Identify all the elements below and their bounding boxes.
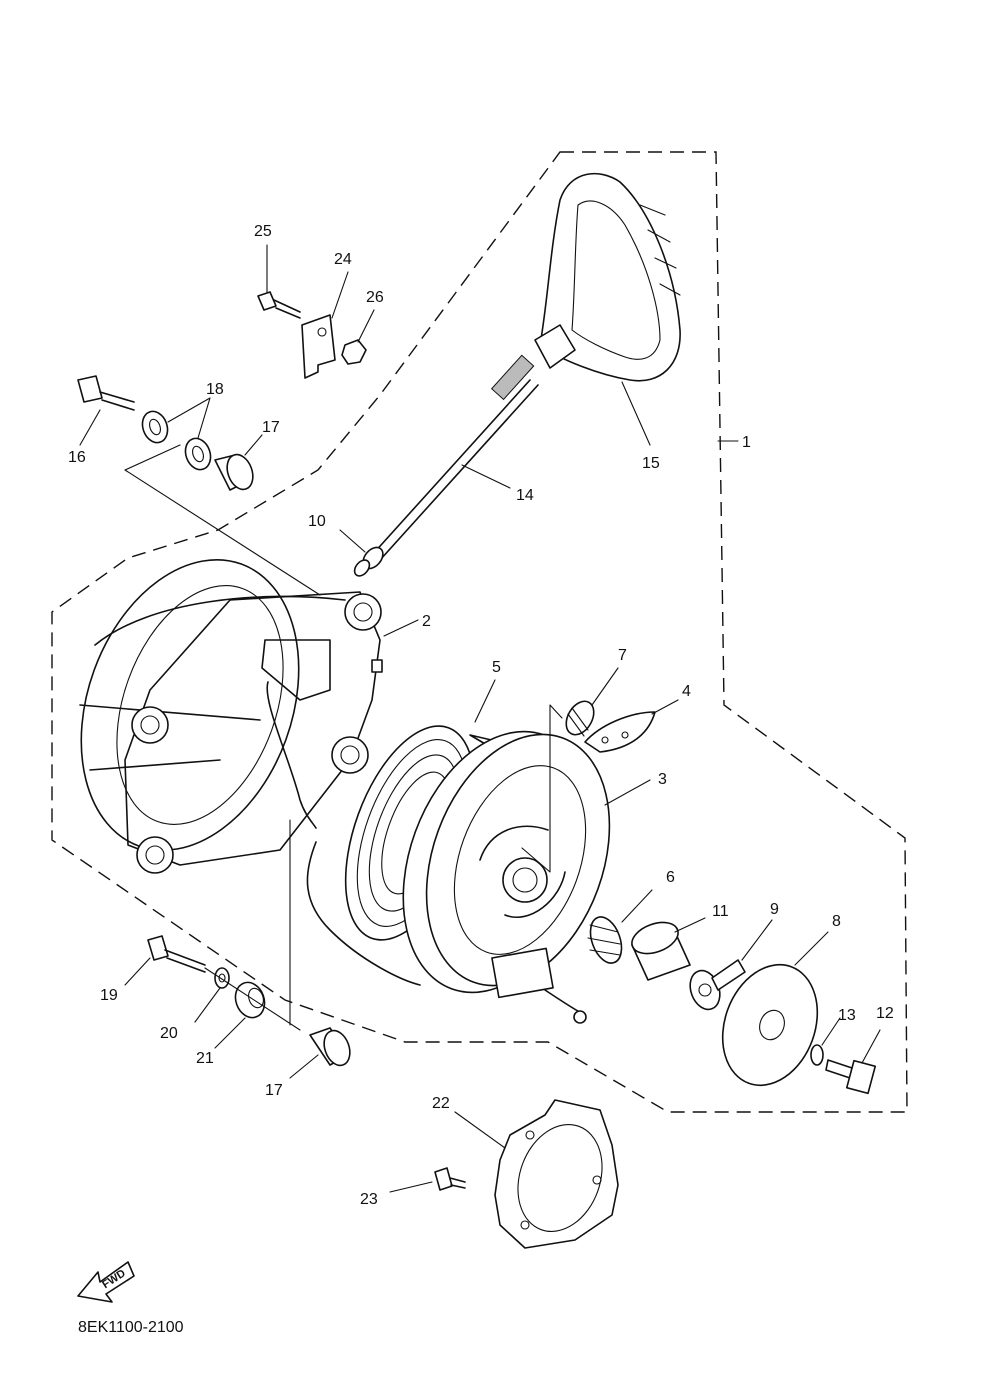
grommet-21 (234, 981, 266, 1019)
mount-leader-upper (124, 444, 321, 596)
sheave-drum (402, 730, 611, 1024)
leader-21 (214, 1017, 246, 1049)
leader-5 (474, 679, 496, 723)
washer-13 (810, 1044, 824, 1066)
leader-7 (591, 667, 619, 706)
leader-6 (621, 889, 653, 923)
callout-21: 21 (196, 1050, 214, 1067)
leader-11 (674, 917, 706, 933)
callout-5: 5 (492, 659, 501, 676)
drive-plate (689, 959, 746, 1011)
leader-4 (651, 699, 679, 715)
leader-26 (357, 309, 375, 343)
leader-15 (621, 381, 651, 446)
starter-handle (534, 172, 681, 382)
leader-22 (454, 1111, 506, 1149)
collar-18 (141, 410, 212, 471)
screw-23 (434, 1167, 466, 1191)
leader-ratchet (521, 704, 563, 873)
leader-3 (604, 779, 651, 806)
spacer-17-upper (214, 453, 254, 491)
callout-23: 23 (360, 1191, 378, 1208)
callout-8: 8 (832, 913, 841, 930)
leader-24 (331, 271, 349, 319)
bolt-25 (257, 291, 301, 319)
forward-arrow-icon: FWD (77, 1261, 135, 1303)
leader-17-lower (289, 1054, 319, 1079)
callout-11: 11 (712, 903, 729, 920)
rope-bracket (301, 314, 336, 379)
diagram-code: 8EK1100-2100 (78, 1319, 184, 1336)
starter-case (79, 558, 383, 874)
callout-17-lower: 17 (265, 1082, 283, 1099)
ratchet-spring (565, 700, 595, 737)
callout-17-upper: 17 (262, 419, 280, 436)
callout-1: 1 (742, 434, 751, 451)
leader-8 (794, 931, 829, 966)
bolt-16 (77, 375, 135, 411)
callout-7: 7 (618, 647, 627, 664)
assembly-group-outline (51, 151, 908, 1113)
mount-leader-lower (204, 819, 301, 1031)
leader-9 (741, 919, 773, 961)
callout-26: 26 (366, 289, 384, 306)
leader-10 (339, 529, 366, 553)
callout-3: 3 (658, 771, 667, 788)
leader-23 (389, 1181, 433, 1193)
callout-16: 16 (68, 449, 86, 466)
leader-2 (383, 619, 419, 637)
starter-rope (371, 354, 539, 561)
nut-26 (341, 339, 367, 365)
callout-4: 4 (682, 683, 691, 700)
leader-14 (461, 464, 511, 489)
callout-2: 2 (422, 613, 431, 630)
ratchet-pawl (584, 711, 656, 753)
callout-13: 13 (838, 1007, 856, 1024)
callout-20: 20 (160, 1025, 178, 1042)
bolt-19 (147, 935, 206, 973)
friction-spring (587, 916, 623, 964)
leader-19 (124, 957, 151, 986)
spacer-17-lower (309, 1027, 351, 1067)
rope-grommet (353, 546, 384, 577)
bolt-12 (825, 1059, 877, 1095)
leader-12 (861, 1029, 881, 1064)
callout-18: 18 (206, 381, 224, 398)
leader-17-upper (244, 434, 263, 456)
collar (631, 921, 691, 981)
callout-25: 25 (254, 223, 272, 240)
callout-10: 10 (308, 513, 326, 530)
leader-18 (167, 397, 211, 439)
callout-6: 6 (666, 869, 675, 886)
callout-24: 24 (334, 251, 352, 268)
callout-9: 9 (770, 901, 779, 918)
leader-13 (821, 1017, 841, 1046)
rope-guide-wire (266, 681, 421, 986)
callout-15: 15 (642, 455, 660, 472)
washer-20 (214, 967, 230, 989)
leader-16 (79, 409, 101, 446)
callout-19: 19 (100, 987, 118, 1004)
cover-plate (494, 1099, 619, 1249)
callout-14: 14 (516, 487, 534, 504)
friction-plate (721, 963, 819, 1087)
callout-22: 22 (432, 1095, 450, 1112)
leader-20 (194, 987, 221, 1023)
callout-12: 12 (876, 1005, 894, 1022)
